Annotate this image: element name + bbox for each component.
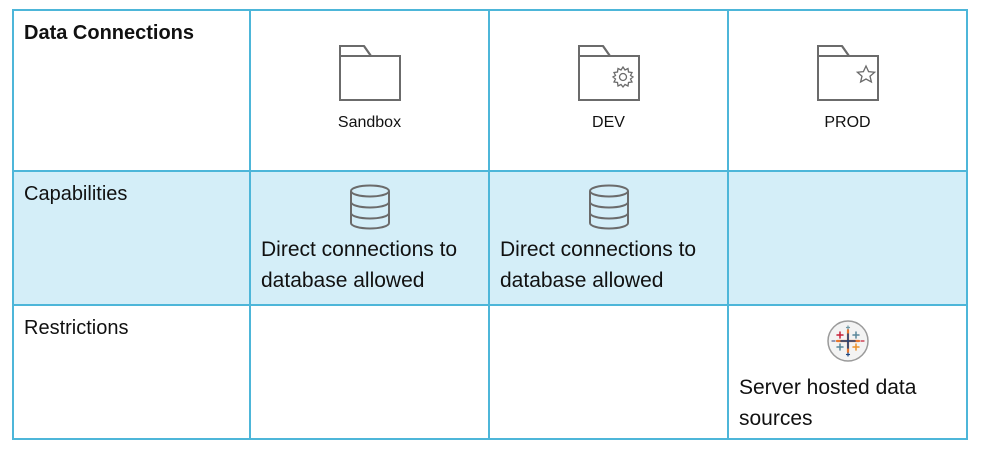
restriction-cell-dev — [490, 306, 729, 440]
env-cell-dev: DEV — [490, 9, 729, 172]
capability-cell-sandbox: Direct connections to database allowed — [251, 172, 490, 306]
restriction-cell-prod: Server hosted data sources — [729, 306, 968, 440]
capability-text-dev: Direct connections to database allowed — [500, 238, 697, 292]
capability-cell-dev: Direct connections to database allowed — [490, 172, 729, 306]
env-label-sandbox: Sandbox — [337, 114, 402, 131]
env-cell-sandbox: Sandbox — [251, 9, 490, 172]
capability-text-sandbox: Direct connections to database allowed — [261, 238, 458, 292]
capabilities-label: Capabilities — [24, 183, 128, 205]
database-icon — [588, 184, 629, 230]
data-connections-table: Data Connections Sandbox DEV — [12, 9, 968, 440]
tableau-logo-icon — [826, 320, 869, 362]
capabilities-row-label-cell: Capabilities — [12, 172, 251, 306]
env-label-dev: DEV — [592, 114, 625, 131]
folder-gear-icon — [577, 45, 640, 101]
restriction-cell-sandbox — [251, 306, 490, 440]
restrictions-label: Restrictions — [24, 317, 129, 339]
folder-star-icon — [816, 45, 879, 101]
env-label-prod: PROD — [824, 114, 871, 131]
env-cell-prod: PROD — [729, 9, 968, 172]
restrictions-row-label-cell: Restrictions — [12, 306, 251, 440]
folder-icon — [338, 45, 401, 101]
restriction-text-prod: Server hosted data sources — [739, 376, 917, 430]
capability-cell-prod — [729, 172, 968, 306]
header-row-label-cell: Data Connections — [12, 9, 251, 172]
table-title: Data Connections — [24, 22, 195, 44]
database-icon — [349, 184, 390, 230]
